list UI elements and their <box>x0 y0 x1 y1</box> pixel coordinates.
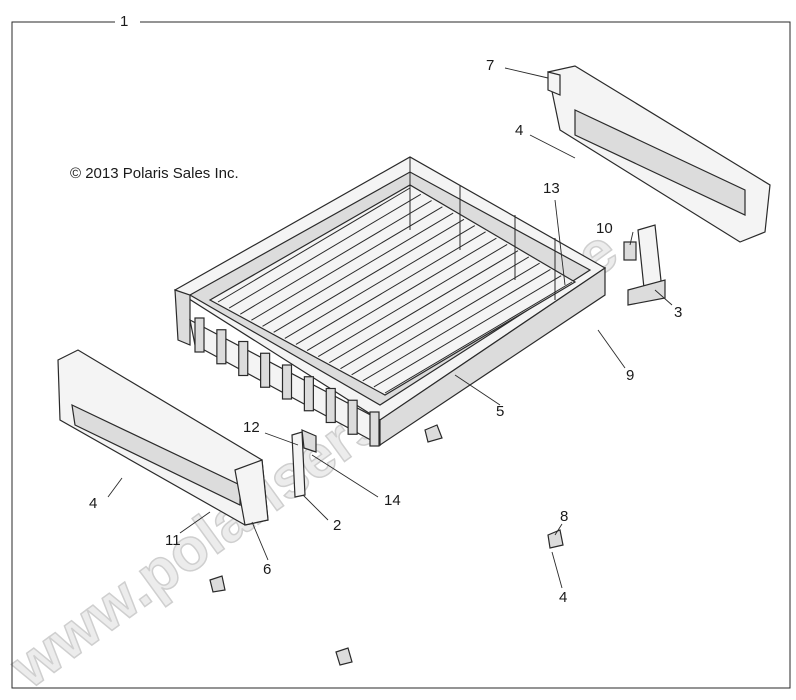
box-side-post <box>347 399 358 435</box>
floor-rib <box>351 262 540 376</box>
callout-2: 2 <box>333 517 341 534</box>
cargo-box <box>173 156 607 447</box>
callout-5: 5 <box>496 403 504 420</box>
floor-rib <box>362 269 551 382</box>
callout-1: 1 <box>120 13 128 30</box>
floor-rib <box>273 218 465 333</box>
box-side-post <box>260 352 271 388</box>
callout-8: 8 <box>560 508 568 525</box>
box-side-post <box>194 317 205 353</box>
floor-rib <box>240 200 432 315</box>
hardware-clip-left <box>209 575 226 593</box>
floor-rib <box>251 206 443 321</box>
floor-rib <box>317 243 508 358</box>
floor-rib <box>340 256 530 370</box>
callout-7: 7 <box>486 57 494 74</box>
front-panel <box>57 349 269 526</box>
floor-rib <box>262 212 454 327</box>
callout-4-rear: 4 <box>515 122 523 139</box>
callout-9: 9 <box>626 367 634 384</box>
floor-rib <box>217 187 411 303</box>
hardware-clip-bottom <box>335 647 353 666</box>
floor-rib <box>306 237 497 351</box>
box-side-post <box>325 387 336 424</box>
hardware-clip-center <box>424 424 443 443</box>
callout-10: 10 <box>596 220 613 237</box>
hardware-clip-8 <box>547 529 564 549</box>
floor-rib <box>228 193 422 309</box>
leader-lines <box>107 67 673 589</box>
floor-rib <box>384 281 573 394</box>
callout-13: 13 <box>543 180 560 197</box>
box-side-post <box>369 411 380 447</box>
floor-rib <box>329 250 519 364</box>
diagram-frame <box>11 21 791 689</box>
callout-4-bottom: 4 <box>559 589 567 606</box>
floor-rib <box>284 225 476 339</box>
callout-3: 3 <box>674 304 682 321</box>
callout-14: 14 <box>384 492 401 509</box>
callout-12: 12 <box>243 419 260 436</box>
callout-labels: 1 2 3 4 4 4 5 6 7 8 9 10 11 12 13 14 <box>89 13 682 606</box>
callout-4-front: 4 <box>89 495 97 512</box>
box-side-post <box>216 329 227 365</box>
box-side-post <box>303 376 314 412</box>
bracket-2 <box>291 429 317 498</box>
clip-10 <box>623 241 637 261</box>
floor-rib <box>373 275 562 388</box>
box-side-post <box>238 340 249 377</box>
box-side-post <box>281 364 293 400</box>
floor-rib <box>295 231 486 345</box>
bracket-3 <box>627 224 666 306</box>
callout-6: 6 <box>263 561 271 578</box>
callout-11: 11 <box>165 532 181 549</box>
rear-tailgate-panel <box>547 65 771 243</box>
copyright-text: © 2013 Polaris Sales Inc. <box>70 165 239 182</box>
